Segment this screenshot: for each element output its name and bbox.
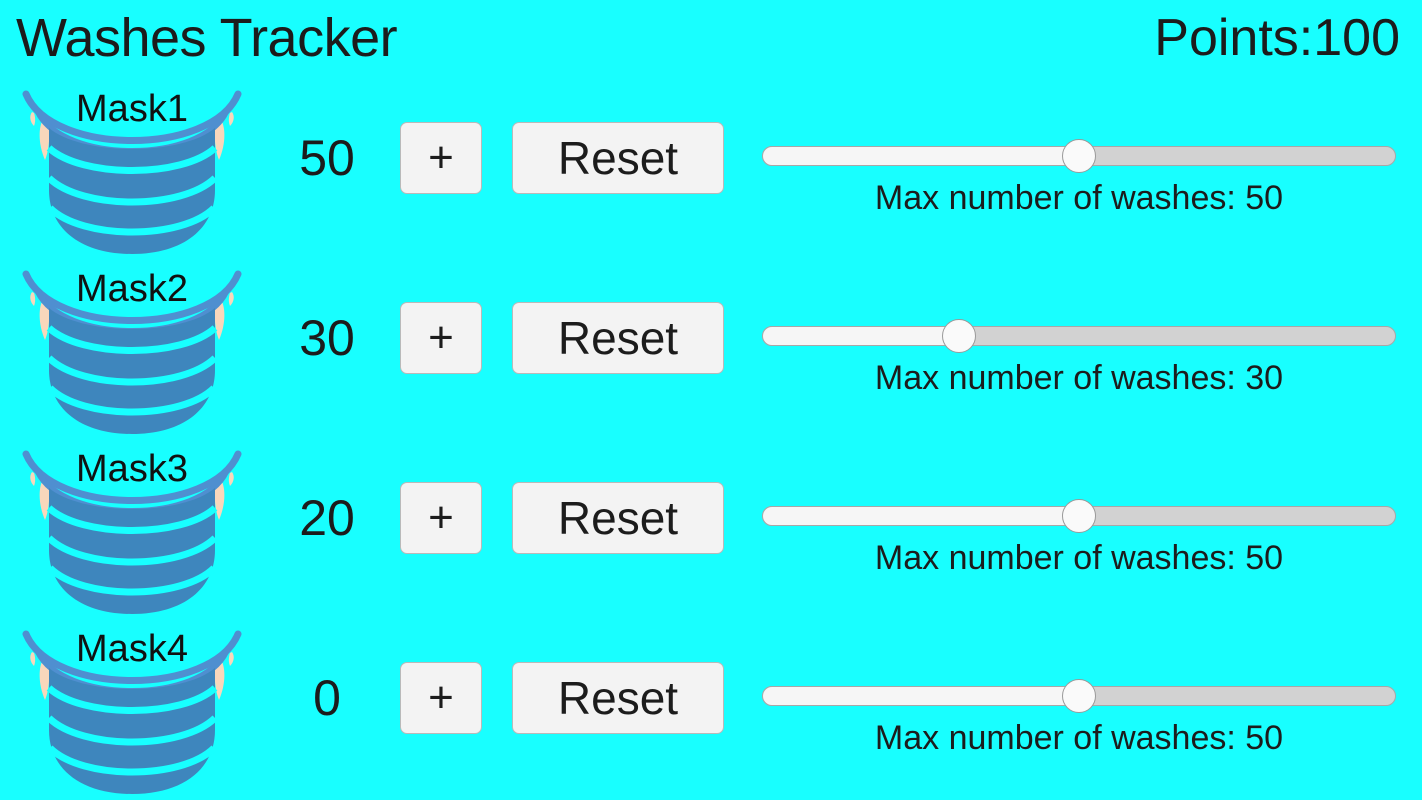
- mask-rows-container: Mask1 50 + Reset Max number of washes: 5…: [0, 80, 1422, 800]
- max-washes-caption: Max number of washes: 50: [874, 179, 1284, 217]
- slider-fill: [762, 686, 1079, 706]
- mask-icon: Mask1: [12, 82, 252, 258]
- mask-icon: Mask2: [12, 262, 252, 438]
- wash-count: 0: [313, 670, 341, 726]
- max-washes-slider[interactable]: [762, 499, 1396, 533]
- increment-button[interactable]: +: [400, 302, 482, 374]
- mask-row-3: Mask3 20 + Reset Max number of washes: 5…: [0, 440, 1422, 620]
- max-washes-caption: Max number of washes: 50: [874, 719, 1284, 757]
- increment-button[interactable]: +: [400, 482, 482, 554]
- wash-count: 50: [299, 130, 355, 186]
- max-washes-slider-group: Max number of washes: 50: [762, 484, 1396, 604]
- max-washes-slider-group: Max number of washes: 30: [762, 304, 1396, 424]
- slider-thumb[interactable]: [942, 319, 976, 353]
- max-washes-slider[interactable]: [762, 679, 1396, 713]
- slider-thumb[interactable]: [1062, 139, 1096, 173]
- slider-fill: [762, 146, 1079, 166]
- mask-row-2: Mask2 30 + Reset Max number of washes: 3…: [0, 260, 1422, 440]
- max-washes-slider-group: Max number of washes: 50: [762, 124, 1396, 244]
- slider-fill: [762, 326, 959, 346]
- points-display: Points:100: [1154, 9, 1400, 67]
- increment-button[interactable]: +: [400, 662, 482, 734]
- slider-fill: [762, 506, 1079, 526]
- slider-thumb[interactable]: [1062, 499, 1096, 533]
- mask-row-4: Mask4 0 + Reset Max number of washes: 50: [0, 620, 1422, 800]
- reset-button[interactable]: Reset: [512, 122, 724, 194]
- max-washes-caption: Max number of washes: 30: [874, 359, 1284, 397]
- mask-row-1: Mask1 50 + Reset Max number of washes: 5…: [0, 80, 1422, 260]
- max-washes-slider[interactable]: [762, 319, 1396, 353]
- max-washes-slider-group: Max number of washes: 50: [762, 664, 1396, 784]
- wash-count: 30: [299, 310, 355, 366]
- slider-thumb[interactable]: [1062, 679, 1096, 713]
- mask-icon: Mask4: [12, 622, 252, 798]
- max-washes-slider[interactable]: [762, 139, 1396, 173]
- reset-button[interactable]: Reset: [512, 302, 724, 374]
- app-header: Washes Tracker Points:100: [0, 0, 1422, 80]
- reset-button[interactable]: Reset: [512, 662, 724, 734]
- max-washes-caption: Max number of washes: 50: [874, 539, 1284, 577]
- reset-button[interactable]: Reset: [512, 482, 724, 554]
- wash-count: 20: [299, 490, 355, 546]
- increment-button[interactable]: +: [400, 122, 482, 194]
- mask-icon: Mask3: [12, 442, 252, 618]
- page-title: Washes Tracker: [16, 8, 398, 68]
